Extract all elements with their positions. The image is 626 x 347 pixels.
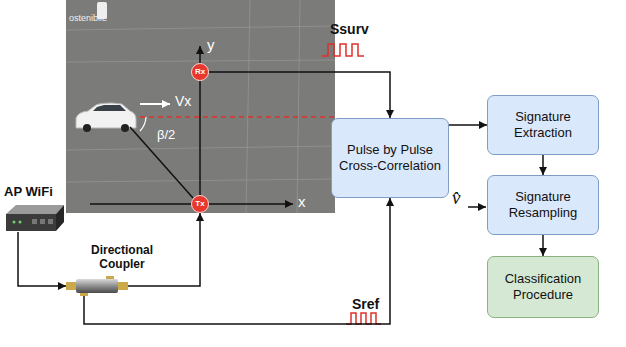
- car-wheel: [121, 124, 129, 132]
- car-body: [76, 103, 136, 128]
- router-port: [40, 219, 45, 224]
- router-port: [32, 219, 37, 224]
- box-label: Classification Procedure: [492, 271, 594, 302]
- coupler-connector: [118, 282, 128, 290]
- coupler-port: [106, 276, 114, 279]
- signal-connector: [449, 124, 487, 126]
- aerial-photo: [66, 0, 335, 213]
- signal-connector: [18, 232, 66, 286]
- texture-line: [66, 26, 335, 30]
- router-led: [13, 221, 16, 224]
- signal-connector: [209, 72, 390, 118]
- signal-connector: [542, 155, 544, 175]
- car-wheel: [83, 124, 91, 132]
- process-box: Signature Extraction: [487, 95, 599, 155]
- angle-label: β/2: [157, 128, 175, 142]
- device-label: Directional Coupler: [80, 244, 164, 272]
- map-watermark: ostenibile: [69, 14, 107, 24]
- router-led: [19, 221, 22, 224]
- node-label: Tx: [195, 200, 204, 208]
- router-top: [6, 205, 64, 214]
- axis-label: y: [207, 37, 215, 54]
- directional-coupler: Directional Coupler: [66, 244, 128, 296]
- box-label: Pulse by Pulse Cross-Correlation: [336, 142, 444, 173]
- box-label: Signature Extraction: [492, 109, 594, 140]
- process-box: Pulse by Pulse Cross-Correlation: [331, 118, 449, 198]
- signal-connector: [542, 235, 544, 256]
- box-label: Signature Resampling: [492, 189, 594, 220]
- texture-line: [297, 0, 300, 213]
- router-port: [48, 219, 53, 224]
- receiver-node: Rx: [191, 63, 209, 81]
- angle-arc: [140, 117, 146, 131]
- velocity-estimate: v̂: [452, 188, 460, 209]
- car-window: [93, 105, 126, 111]
- output-box: Classification Procedure: [487, 256, 599, 318]
- signal-name: Ssurv: [330, 22, 369, 37]
- wifi-router: [6, 205, 64, 231]
- asphalt-texture: [66, 0, 335, 213]
- velocity-arrow: [140, 103, 170, 105]
- trajectory-dashed-line: [140, 116, 335, 118]
- device-label: AP WiFi: [4, 185, 74, 200]
- velocity-label: Vx: [175, 94, 191, 109]
- pulse-waveform: [346, 313, 381, 324]
- node-label: Rx: [195, 68, 205, 76]
- process-box: Signature Resampling: [487, 175, 599, 235]
- bistatic-line: [130, 127, 193, 198]
- axis-label: x: [298, 194, 306, 211]
- access-point: AP WiFi: [4, 185, 66, 232]
- velocity-input-arrow: [468, 206, 486, 208]
- car: [76, 103, 136, 132]
- texture-line: [246, 0, 250, 213]
- coupler-body: [76, 279, 118, 293]
- coupler-port: [80, 293, 88, 296]
- coupler-connector: [66, 282, 76, 290]
- signal-name: Sref: [352, 297, 379, 312]
- pulse-waveform: [322, 44, 364, 56]
- coupler-device: [66, 276, 128, 296]
- transmitter-node: Tx: [191, 195, 209, 213]
- router-front: [6, 214, 56, 231]
- router-side: [56, 205, 64, 231]
